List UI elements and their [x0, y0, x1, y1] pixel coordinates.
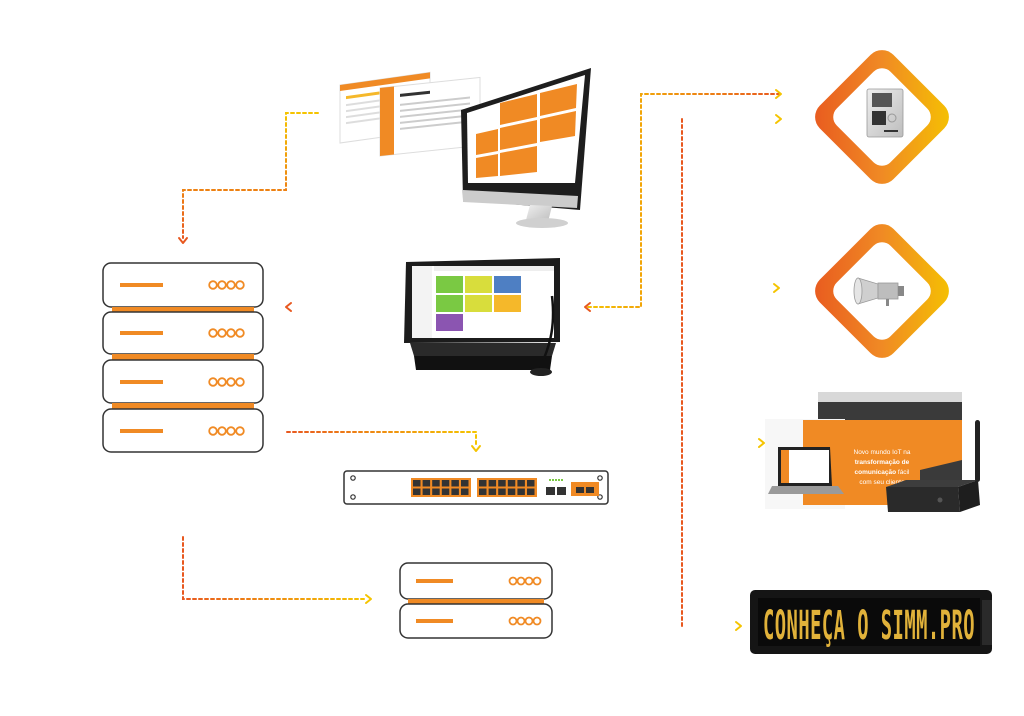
- desktop-monitor-icon: [339, 68, 591, 228]
- server-unit: [102, 408, 264, 453]
- horn-speaker-icon: [815, 224, 949, 358]
- promo-line-3-tail: fácil: [898, 469, 910, 476]
- connector-servers-to-backup: [182, 536, 366, 600]
- arrow-head-backup: [365, 594, 372, 604]
- switch-port: [432, 480, 440, 487]
- arrow-head-switch: [471, 445, 481, 452]
- switch-port: [479, 480, 487, 487]
- promo-line-3-bold: comunicação: [855, 469, 898, 476]
- switch-port: [517, 480, 525, 487]
- switch-port: [461, 480, 469, 487]
- promo-line-3: comunicação fácil: [855, 469, 910, 476]
- switch-port: [441, 488, 450, 495]
- server-unit: [399, 603, 553, 639]
- network-switch-icon: [343, 470, 609, 505]
- media-player-icon: Novo mundo IoT na transformação de comun…: [765, 392, 980, 512]
- server-unit: [102, 262, 264, 308]
- switch-port: [507, 488, 516, 495]
- promo-line-2: transformação de: [855, 459, 910, 466]
- switch-port: [451, 488, 459, 495]
- switch-port: [527, 480, 535, 487]
- switch-port: [498, 488, 506, 495]
- intercom-icon: [815, 50, 949, 184]
- ui-panel-middle: [379, 76, 481, 157]
- switch-port: [432, 488, 440, 495]
- switch-ports: [413, 480, 535, 495]
- switch-port: [507, 480, 516, 487]
- switch-port: [413, 488, 421, 495]
- arrow-head-touch-to-servers: [285, 302, 292, 312]
- switch-port: [488, 480, 497, 487]
- connector-intercom-to-touchscreen: [585, 93, 781, 308]
- switch-port: [498, 480, 506, 487]
- switch-port: [441, 480, 450, 487]
- server-unit: [399, 562, 553, 600]
- arrow-head-player: [758, 438, 765, 448]
- switch-port: [527, 488, 535, 495]
- switch-port: [413, 480, 421, 487]
- led-display-text: CONHEÇA O SIMM.PRO: [763, 603, 975, 649]
- backup-server-icon: [399, 562, 553, 639]
- connector-monitor-to-servers: [182, 112, 319, 239]
- switch-port: [422, 480, 431, 487]
- promo-line-4: com seu cliente: [859, 479, 905, 486]
- server-unit: [102, 359, 264, 404]
- promo-line-1: Novo mundo IoT na: [854, 449, 911, 456]
- connector-arrows: [178, 89, 782, 631]
- led-display-icon: CONHEÇA O SIMM.PRO: [750, 590, 992, 654]
- promo-text-block: Novo mundo IoT na transformação de comun…: [854, 449, 911, 486]
- touchscreen-terminal-icon: [404, 258, 560, 376]
- arrow-head-horn: [773, 283, 780, 293]
- arrow-head-led: [735, 621, 742, 631]
- switch-port: [422, 488, 431, 495]
- arrow-head-intercom-lower: [775, 114, 782, 124]
- switch-port: [479, 488, 487, 495]
- arrow-head-servers: [178, 237, 188, 244]
- server-unit: [102, 311, 264, 355]
- connectors: [182, 93, 781, 627]
- arrow-head-intercom-upper: [775, 89, 782, 99]
- switch-port: [461, 488, 469, 495]
- arrow-head-touchscreen: [584, 302, 591, 312]
- connector-servers-to-switch: [286, 431, 477, 448]
- switch-port: [451, 480, 459, 487]
- switch-port: [517, 488, 525, 495]
- switch-port: [488, 488, 497, 495]
- server-rack-icon: [102, 262, 264, 453]
